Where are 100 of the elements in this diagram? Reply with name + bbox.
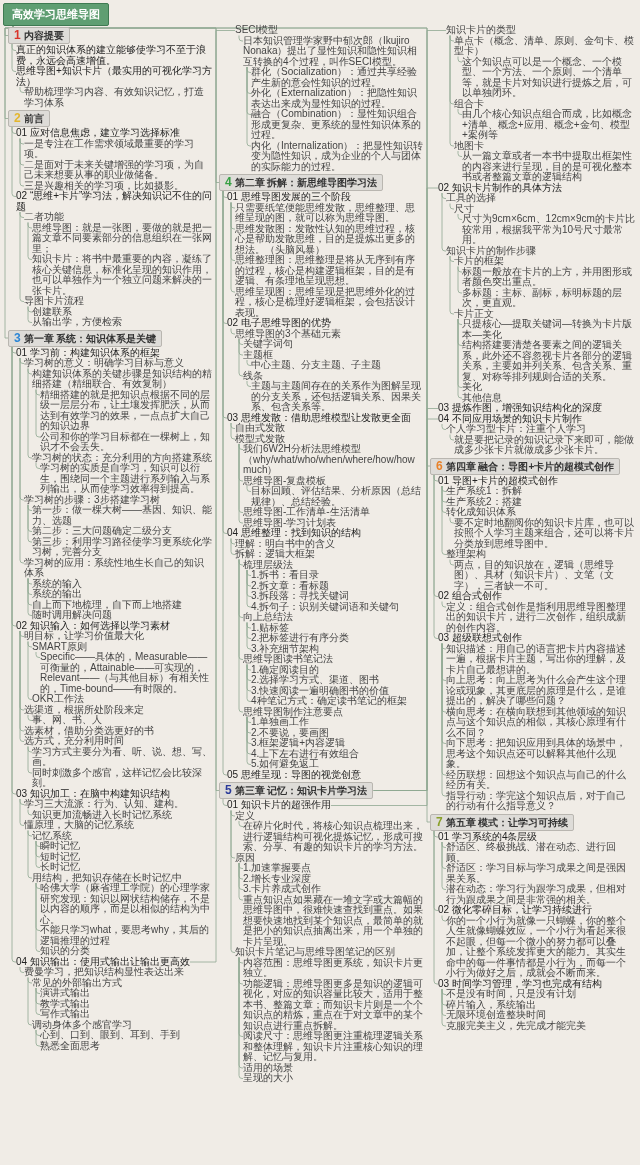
connector-line bbox=[35, 462, 41, 469]
branch-text: 工具的选择 bbox=[446, 193, 496, 204]
branch-text: 尺寸 bbox=[454, 203, 474, 214]
branch-text: 系统的输入 bbox=[32, 578, 82, 589]
branch-text: 知识卡片的类型 bbox=[446, 25, 516, 36]
branch-text: 从输出学，方便检索 bbox=[32, 317, 122, 328]
branch-text: 思维发散图：发散性认知的思维过程，核心是帮助发散思维，目的是提炼出更多的想法。（头脑风暴） bbox=[235, 223, 424, 255]
branch-text: 我们6W2H分析法思维模型（why/what/who/when/where/how/how much） bbox=[243, 444, 424, 476]
branch-text: 理解：明白书中的含义 bbox=[235, 538, 335, 549]
branch-text: 同时刺激多个感官，这样记忆会比较深刻。 bbox=[32, 767, 213, 789]
branch-text: 转化成知识体系 bbox=[446, 507, 516, 518]
chapter-box bbox=[219, 174, 384, 191]
connector-line bbox=[19, 86, 25, 93]
branch-text: 公司和你的学习目标都在一棵树上，知识才不会丢失。 bbox=[40, 431, 213, 453]
branch-text: 思维呈现图：思维呈现是把思维外化的过程，核心是梳理好逻辑框架，会包括设计表现。 bbox=[235, 286, 424, 318]
branch-text: 定义：组合式创作是指利用思维导图整理出的知识卡片，进行二次创作，组织成新的创作内容。 bbox=[446, 601, 635, 633]
chapter-number: 4 bbox=[225, 175, 232, 189]
branch-text: 阅读尺寸：思维导图更注重梳理逻辑关系和整体理解，知识卡片注重核心知识的理解、记忆与复用。 bbox=[243, 1031, 424, 1063]
branch-text: 熟悉全面思考 bbox=[40, 1040, 100, 1051]
branch-text: 03 超级联想式创作 bbox=[438, 633, 522, 644]
branch-text: 4.上下左右进行有效组合 bbox=[251, 748, 360, 759]
branch-text: 生产系统2：搭建 bbox=[446, 496, 522, 507]
branch-text: 第三步：利用学习路径使学习更系统化学习树，完善分支 bbox=[32, 536, 213, 558]
connector-line bbox=[230, 328, 236, 335]
branch-text: 教学式输出 bbox=[40, 998, 90, 1009]
connector-line bbox=[35, 987, 41, 1015]
branch-text: 个人学习型卡片：注重个人学习 bbox=[446, 424, 586, 435]
branch-text: 经历联想：回想这个知识点与自己的什么经历有关。 bbox=[446, 769, 635, 791]
connector-line bbox=[238, 338, 244, 377]
chapter-number: 7 bbox=[436, 814, 443, 829]
branch-text: 日本知识管理学家野中郁次郎（Ikujiro Nonaka）提出了显性知识和隐性知识相互转换的4个过程，叫作SECI模型。 bbox=[243, 35, 424, 67]
connector-line bbox=[441, 192, 447, 252]
branch-text: SMART原则 bbox=[32, 641, 87, 652]
branch-text: 卡片正文 bbox=[454, 308, 494, 319]
branch-text: 写作式输出 bbox=[40, 1009, 90, 1020]
connector-line bbox=[238, 862, 244, 901]
connector-line bbox=[27, 222, 33, 260]
branch-text: 主题框 bbox=[243, 349, 273, 360]
branch-text: 生产系统1：拆解 bbox=[446, 486, 522, 497]
branch-text: 用结构，把知识存储在长时记忆中 bbox=[32, 872, 182, 883]
connector-line bbox=[27, 368, 33, 459]
branch-text: 懂原理，大脑的记忆系统 bbox=[24, 820, 134, 831]
connector-line bbox=[238, 35, 244, 42]
chapter-box bbox=[219, 782, 374, 799]
connector-line bbox=[27, 641, 33, 700]
connector-line bbox=[19, 357, 25, 564]
branch-text: 思维导图-工作清单-生活清单 bbox=[243, 507, 370, 518]
branch-text: 多标题：主标、副标，标明标题的层次，更直观。 bbox=[462, 287, 635, 309]
branch-text: 精细搭建的就是把知识点根据不同的层级一层层分布，让土壤发挥肥沃，从而达到有效学习的效果，一点点扩大自己的知识边界 bbox=[40, 389, 213, 432]
branch-text: 单点卡（概念、清单、原则、金句卡、模型卡） bbox=[454, 35, 635, 57]
connector-line bbox=[238, 820, 244, 827]
branch-text: 02 知识输入：如何选择以学习素材 bbox=[16, 620, 170, 631]
branch-text: 思维导图制作注意要点 bbox=[243, 706, 343, 717]
branch-text: 主题与主题间存在的关系作为图解呈现的分支关系，还包括逻辑关系、因果关系、包含关系等。 bbox=[251, 381, 424, 413]
branch-text: 你的一个小行为就像一只蝴蝶，你的整个人生就像蝴蝶效应，一个小行为看起来很不起眼，但每一个微小的努力都可以叠加，让整个系统发挥更大的能力。其实生命中的每一件事情都是小行为，而每一个小行为做好之后，成就会不断而来。 bbox=[446, 915, 635, 979]
connector-line bbox=[27, 746, 33, 774]
branch-text: 三是兴趣相关的学习项，比如摄影。 bbox=[24, 180, 184, 191]
branch-text: 组合卡 bbox=[454, 98, 484, 109]
branch-text: 01 知识卡片的超强作用 bbox=[227, 800, 331, 811]
connector-line bbox=[19, 798, 25, 826]
branch-text: 2.拆文章：看标题 bbox=[251, 580, 330, 591]
connector-line bbox=[19, 211, 25, 302]
branch-text: 美化 bbox=[462, 382, 482, 393]
branch-text: 思维导图：就是一张图，要做的就是把一篇文章不同要素部分的信息组织在一张网里； bbox=[32, 222, 213, 254]
branch-text: 创建联系 bbox=[32, 306, 72, 317]
connector-line bbox=[449, 35, 455, 147]
connector-line bbox=[330, 30, 447, 806]
connector-line bbox=[246, 622, 252, 650]
connector-line bbox=[27, 977, 33, 1026]
connector-line bbox=[11, 126, 17, 197]
branch-text: 学习树的应用：系统性地生长自己的知识体系 bbox=[24, 557, 213, 579]
branch-text: 瞬时记忆 bbox=[40, 841, 80, 852]
branch-text: 真正的知识体系的建立能够使学习不至于浪费，永远会高速增值。 bbox=[16, 45, 213, 66]
connector-line bbox=[35, 1029, 41, 1047]
chapter-number: 1 bbox=[14, 28, 21, 42]
connector-line bbox=[230, 810, 236, 953]
connector-line bbox=[457, 266, 463, 294]
connector-line bbox=[27, 578, 33, 616]
branch-text: 舒适区、终极挑战、潜在动态、进行回顾。 bbox=[446, 842, 635, 863]
branch-text: 01 应对信息焦虑，建立学习选择标准 bbox=[16, 128, 180, 139]
branch-text: 这个知识点可以是一个概念、一个模型、一个方法、一个原则、一个清单等，就是卡片对知识进行提炼之后，可以单独闭环。 bbox=[462, 56, 635, 99]
branch-text: 系统的输出 bbox=[32, 589, 82, 600]
branch-text: 标题一般放在卡片的上方，并用图形或者颜色突出重点。 bbox=[462, 266, 635, 288]
branch-text: 就是要把记录的知识记录下来即可，能做成多少张卡片就做成多少张卡片。 bbox=[454, 434, 635, 456]
branch-text: 02 组合式创作 bbox=[438, 591, 502, 602]
chapter-title: 前言 bbox=[23, 112, 44, 126]
branch-text: 适用的场景 bbox=[243, 1062, 293, 1073]
connector-line bbox=[457, 150, 463, 157]
branch-text: 构建知识体系的关键步骤是知识结构的精细搭建（精细联合、有效复制） bbox=[32, 368, 213, 390]
branch-text: 04 知识输出：使用式输出让输出更高效 bbox=[16, 956, 190, 967]
branch-text: 费曼学习，把知识结构显性表达出来 bbox=[24, 967, 184, 978]
branch-text: 二者功能 bbox=[24, 212, 64, 223]
branch-text: 帮助梳理学习内容、有效知识记忆，打造学习体系 bbox=[24, 87, 213, 108]
branch-text: 2.增长专业深度 bbox=[243, 873, 312, 884]
branch-text: 横向思考：在横向联想到其他领域的知识点与这个知识点的相似，其核心原理有什么不同？ bbox=[446, 706, 635, 738]
connector-line bbox=[441, 423, 447, 430]
branch-text: 重点知识点如果藏在一堆文字或大篇幅的思维导图中，很难快速查找到重点。如果想要快速地找到某个知识点，最简单的就是把小的知识点抽离出来，用一个单独的卡片呈现。 bbox=[243, 894, 424, 947]
branch-text: 3.框架逻辑+内容逻辑 bbox=[251, 738, 346, 749]
branch-text: 1.单独画工作 bbox=[251, 717, 310, 728]
connector-line bbox=[246, 569, 252, 608]
